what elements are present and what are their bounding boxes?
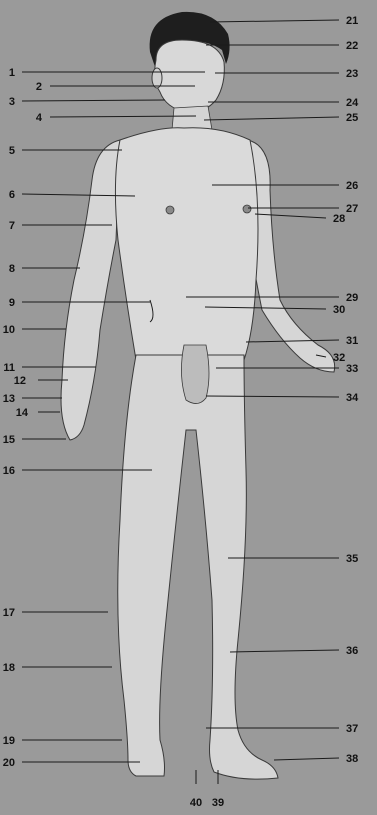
head <box>155 40 225 112</box>
label-4: 4 <box>36 112 43 124</box>
label-15: 15 <box>3 434 15 446</box>
label-24: 24 <box>346 97 359 109</box>
label-12: 12 <box>14 375 26 387</box>
label-19: 19 <box>3 735 15 747</box>
label-34: 34 <box>346 392 359 404</box>
label-11: 11 <box>3 362 15 374</box>
label-25: 25 <box>346 112 358 124</box>
label-38: 38 <box>346 753 358 765</box>
label-9: 9 <box>9 297 15 309</box>
label-39: 39 <box>212 797 224 809</box>
torso <box>115 128 258 360</box>
label-14: 14 <box>16 407 29 419</box>
label-8: 8 <box>9 263 15 275</box>
label-27: 27 <box>346 203 358 215</box>
label-40: 40 <box>190 797 202 809</box>
label-1: 1 <box>9 67 15 79</box>
label-17: 17 <box>3 607 15 619</box>
label-10: 10 <box>3 324 15 336</box>
left-nipple <box>166 206 174 214</box>
label-23: 23 <box>346 68 358 80</box>
label-36: 36 <box>346 645 358 657</box>
label-3: 3 <box>9 96 15 108</box>
label-22: 22 <box>346 40 358 52</box>
ear <box>152 68 162 88</box>
label-5: 5 <box>9 145 15 157</box>
label-28: 28 <box>333 213 345 225</box>
label-21: 21 <box>346 15 358 27</box>
label-37: 37 <box>346 723 358 735</box>
label-13: 13 <box>3 393 15 405</box>
label-18: 18 <box>3 662 15 674</box>
label-26: 26 <box>346 180 358 192</box>
label-29: 29 <box>346 292 358 304</box>
label-30: 30 <box>333 304 345 316</box>
label-20: 20 <box>3 757 15 769</box>
neck <box>172 106 212 130</box>
label-33: 33 <box>346 363 358 375</box>
label-7: 7 <box>9 220 15 232</box>
label-6: 6 <box>9 189 15 201</box>
label-31: 31 <box>346 335 358 347</box>
label-35: 35 <box>346 553 358 565</box>
label-32: 32 <box>333 352 345 364</box>
label-16: 16 <box>3 465 15 477</box>
right-nipple <box>243 205 251 213</box>
label-2: 2 <box>36 81 42 93</box>
genital-region <box>181 345 209 404</box>
